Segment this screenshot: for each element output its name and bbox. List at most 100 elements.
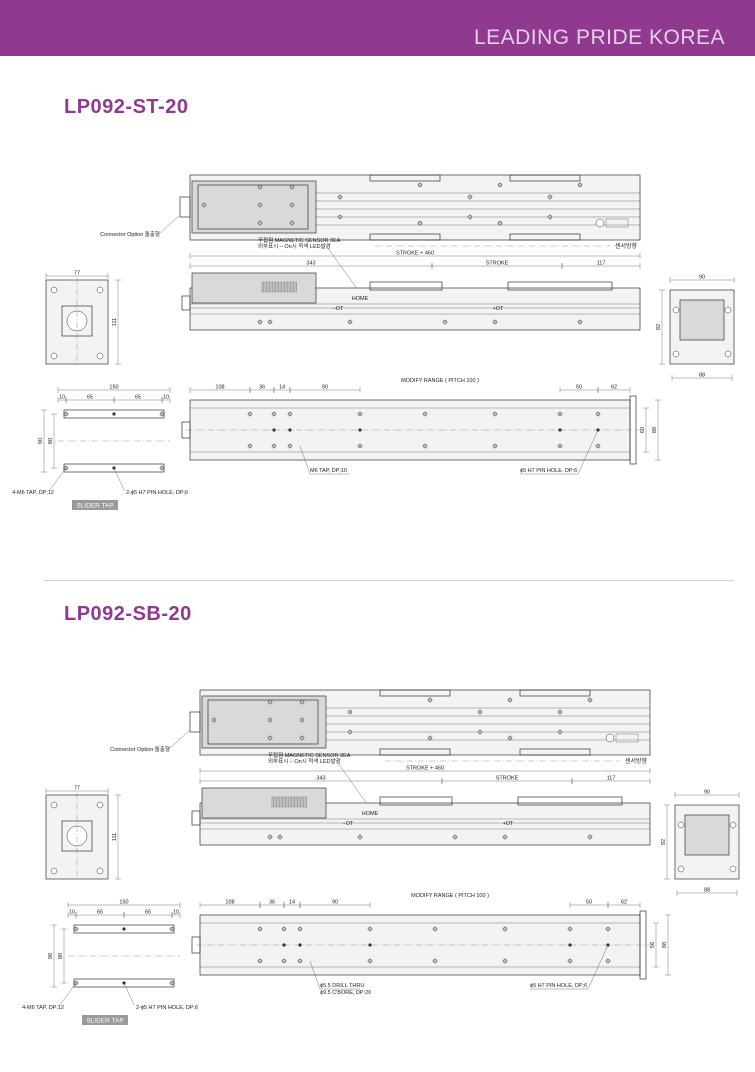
pin-leader (587, 944, 609, 990)
vent-slot (286, 796, 289, 808)
vent-slot (282, 281, 285, 293)
ot-right-label: +OT (493, 306, 504, 312)
end-view-screw (96, 867, 104, 875)
vent-slot (261, 281, 264, 293)
dim-stroke: STROKE (496, 776, 519, 782)
slider-height-90: 90 (48, 953, 54, 959)
front-slider-b (507, 281, 613, 291)
tap-label-2: ϕ9.5 C'BORE, DP;20 (320, 990, 371, 996)
end-width-dim: 77 (74, 786, 80, 792)
vent-slot (298, 796, 301, 808)
bottom-pin-hole (282, 943, 286, 947)
top-view-cover-plate (207, 699, 319, 745)
slider-tap-label: 4-M6 TAP, DP;12 (22, 1005, 64, 1011)
vent-slot (274, 796, 277, 808)
vent-slot (304, 796, 307, 808)
stroke-total-dim: STROKE + 460 (396, 251, 434, 257)
slider-width-dim: 150 (109, 385, 118, 391)
bottom-pin-hole (272, 428, 276, 432)
bottom-connector (191, 936, 201, 954)
end-height-dim: 111 (112, 318, 118, 326)
right-end-cover (679, 299, 725, 341)
pitch-dim-14: 14 (279, 385, 285, 391)
bottom-height-b: 88 (652, 427, 658, 433)
slider-dim-10b: 10 (173, 910, 179, 916)
pitch-dim-108: 108 (225, 900, 234, 906)
dim-117: 117 (597, 261, 606, 267)
modify-range-label: MODIFY RANGE ( PITCH 100 ) (411, 893, 489, 899)
vent-slot (280, 796, 283, 808)
slider-top-b (509, 174, 581, 182)
pitch-dim-14: 14 (289, 900, 295, 906)
right-end-screw (672, 306, 680, 314)
vent-slot (271, 796, 274, 808)
vent-slot (289, 796, 292, 808)
vent-slot (279, 281, 282, 293)
slider-bottom-b (519, 748, 591, 756)
slider-tap-tag-bg (82, 1015, 128, 1025)
slider-tap-tag-label: SLIDER TAP (76, 503, 113, 510)
slider-dim-65a: 65 (97, 910, 103, 916)
dim-343: 343 (306, 261, 315, 267)
slider-bottom-a (379, 748, 451, 756)
pitch-dim-50: 50 (586, 900, 592, 906)
connector-stub (179, 196, 191, 218)
bottom-pin-hole (298, 943, 302, 947)
slider-dim-10b: 10 (163, 395, 169, 401)
vent-slot (295, 796, 298, 808)
bottom-height-b: 88 (662, 942, 668, 948)
vent-slot (288, 281, 291, 293)
slider-tap-label: 4-M6 TAP, DP;12 (12, 490, 54, 496)
end-view-screw (96, 801, 104, 809)
section-divider (44, 580, 734, 581)
slider-pin-hole (112, 412, 116, 416)
front-connector (191, 810, 201, 826)
tap-leader (309, 960, 321, 990)
slider-height-90: 90 (38, 438, 44, 444)
leader-line (169, 729, 191, 749)
bottom-height-a: 56 (650, 942, 656, 948)
slider-dim-65b: 65 (135, 395, 141, 401)
slider-tap-tag-bg (72, 500, 118, 510)
pitch-dim-108: 108 (215, 385, 224, 391)
warning-label-icon (595, 218, 605, 228)
sensor-note-1: 무접점 MAGNETIC SENSOR 3EA (268, 751, 351, 759)
right-end-screw (724, 306, 732, 314)
sensor-note-2: 외부표시 – On시 적색 LED발광 (258, 242, 331, 250)
sensor-direction-label: 센서방향 (615, 242, 638, 250)
dim-117: 117 (607, 776, 616, 782)
sensor-note-1: 무접점 MAGNETIC SENSOR 3EA (258, 236, 341, 244)
bottom-pin-hole (368, 943, 372, 947)
front-slider-b (517, 796, 623, 806)
sensor-note-2: 외부표시 – On시 적색 LED발광 (268, 757, 341, 765)
slider-dim-10a: 10 (69, 910, 75, 916)
brand-slogan: LEADING PRIDE KOREA (473, 26, 725, 49)
top-view-motor-cover (201, 695, 327, 749)
right-bottom-dim: 88 (699, 373, 705, 379)
vent-slot (292, 796, 295, 808)
vent-slot (294, 281, 297, 293)
right-end-cover (684, 814, 730, 856)
tap-leader (299, 445, 311, 475)
top-view-cover-plate (197, 184, 309, 230)
pin-hole-label: ϕ5 H7 PIN HOLE, DP;6 (520, 468, 577, 474)
pin-leader (577, 429, 599, 475)
end-height-dim: 111 (112, 833, 118, 841)
bottom-pin-hole (358, 428, 362, 432)
slider-bottom-b (509, 233, 581, 241)
tap-label-1: ϕ5.5 DRILL THRU (320, 983, 364, 989)
end-view-screw (96, 286, 104, 294)
sensor-direction-label: 센서방향 (625, 757, 648, 765)
vent-slot (301, 796, 304, 808)
slider-pin-leader (113, 467, 125, 491)
vent-slot (264, 281, 267, 293)
bottom-pin-hole (558, 428, 562, 432)
right-end-screw (677, 821, 685, 829)
end-view-screw (50, 352, 58, 360)
end-view-screw (50, 286, 58, 294)
right-height-dim: 92 (656, 324, 662, 330)
right-end-screw (729, 821, 737, 829)
connector-stub (189, 711, 201, 733)
